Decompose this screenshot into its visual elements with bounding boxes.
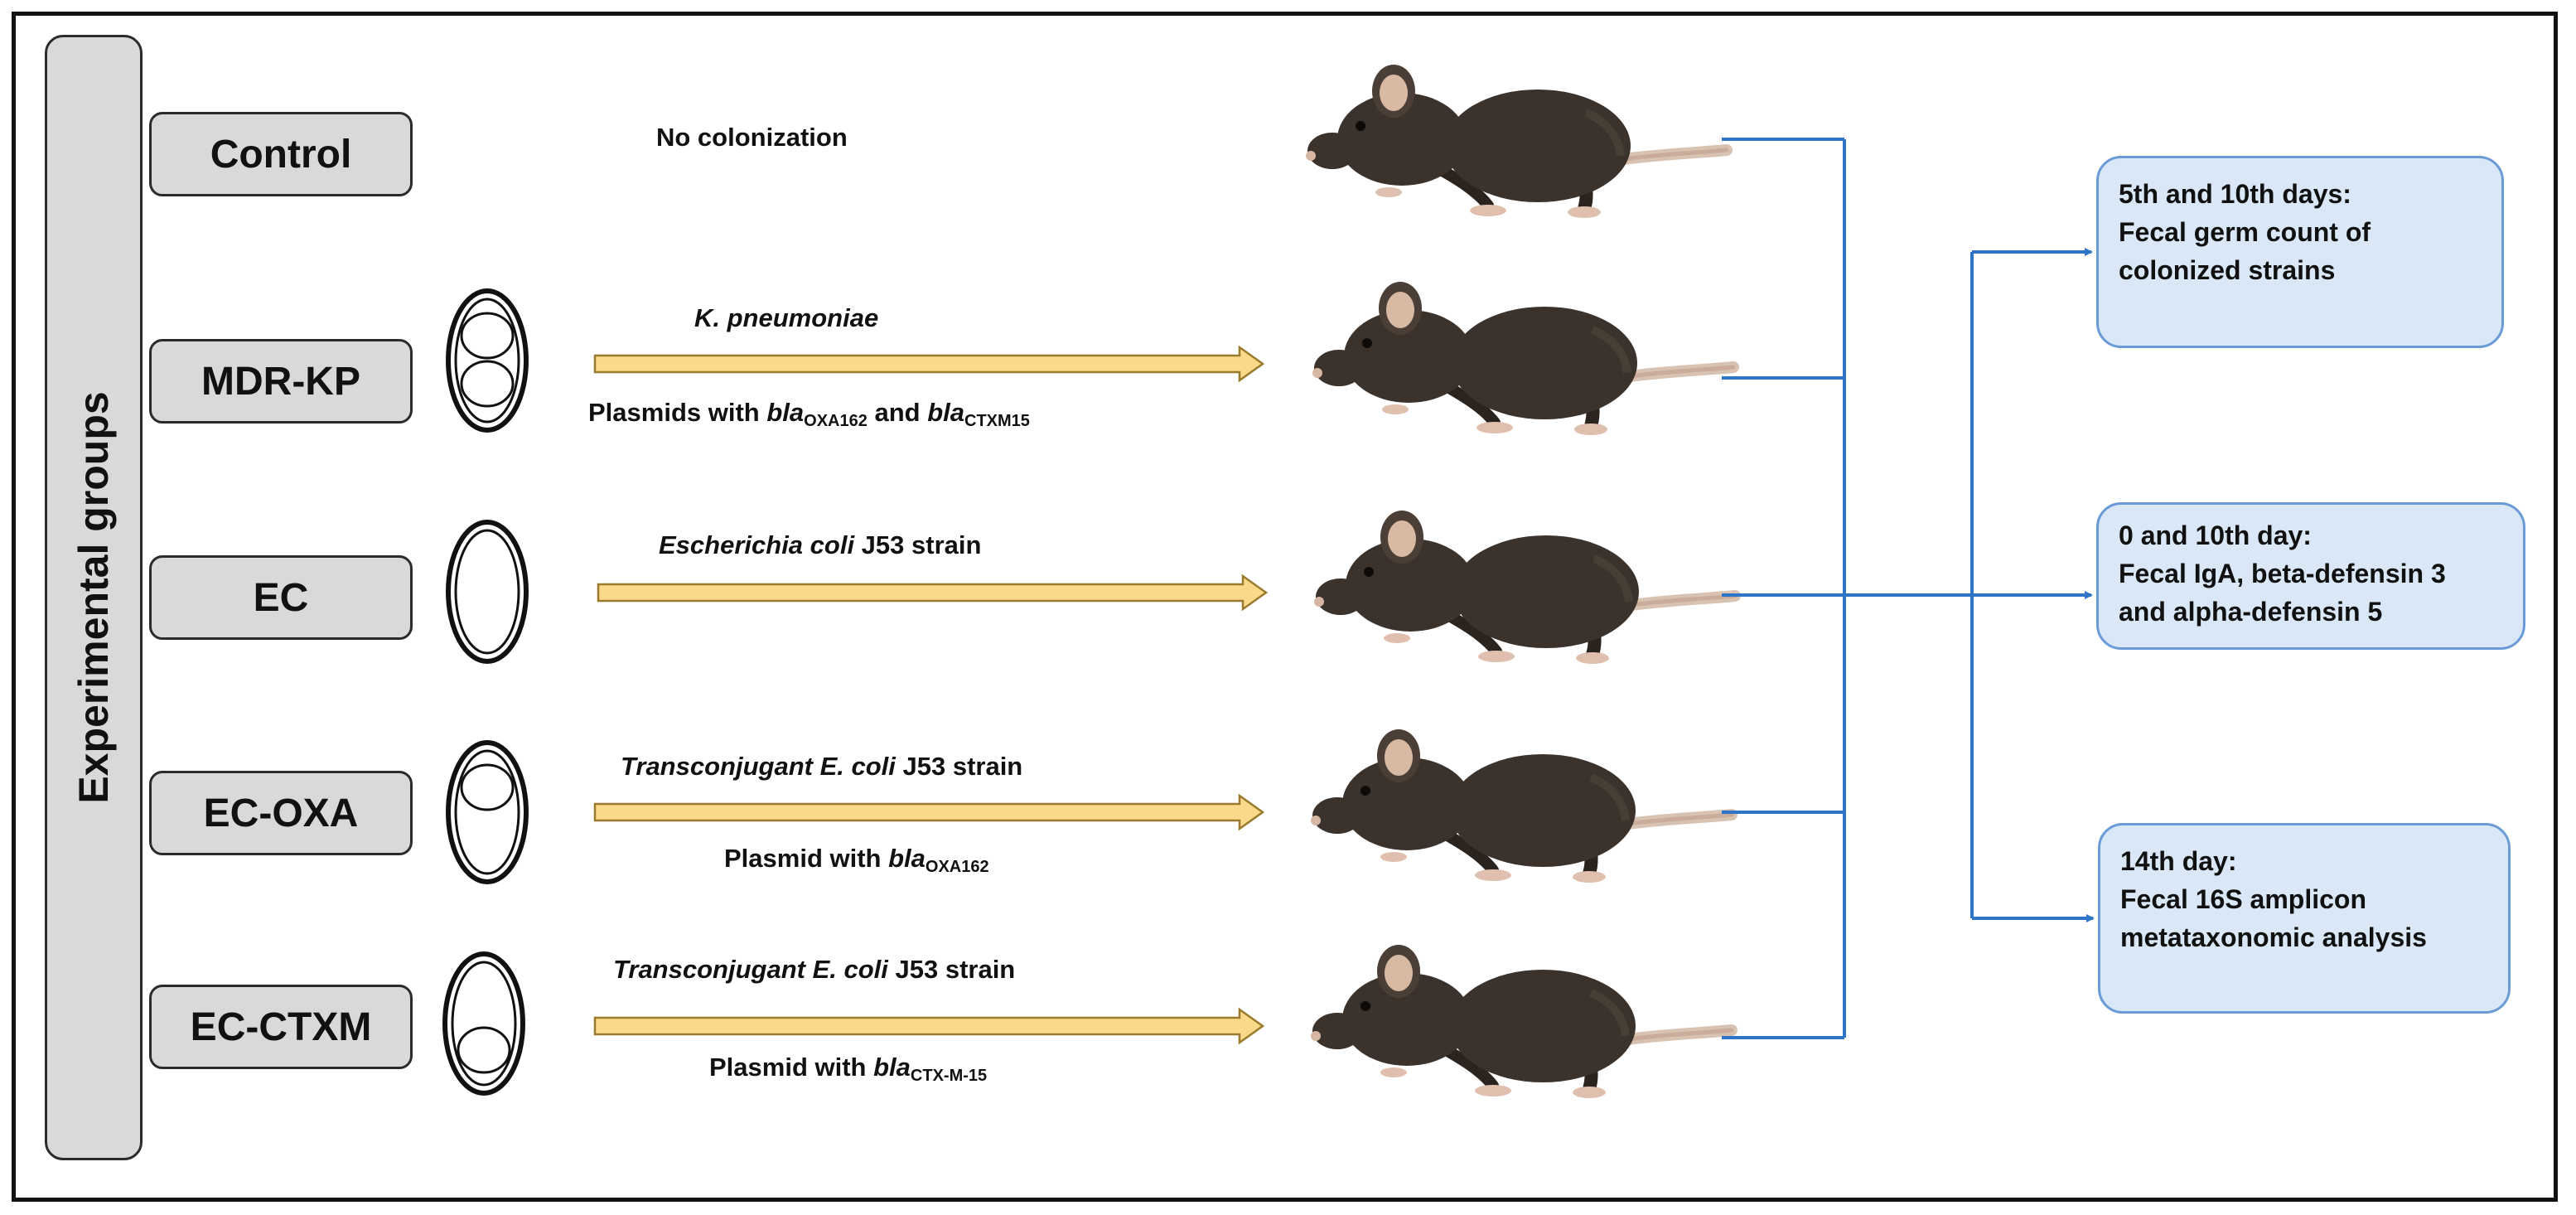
outcome-line: 0 and 10th day:: [2119, 520, 2312, 550]
mdrkp-strain-label: K. pneumoniae: [694, 303, 879, 332]
mouse-icon: [1306, 65, 1727, 218]
outcome-line: Fecal 16S amplicon: [2120, 884, 2367, 914]
outcome-line: metataxonomic analysis: [2120, 922, 2427, 952]
mouse-icon: [1314, 511, 1735, 664]
cell-icon: [446, 520, 529, 664]
outcome-line: 14th day:: [2120, 846, 2237, 876]
mouse-icon: [1311, 729, 1732, 883]
plasmid-cell-icon: [446, 288, 529, 433]
group-ec: EC: [149, 555, 413, 640]
group-control: Control: [149, 112, 413, 196]
outcome-line: and alpha-defensin 5: [2119, 597, 2383, 627]
outcome-germ-count: 5th and 10th days: Fecal germ count of c…: [2096, 156, 2504, 348]
group-ec-ctxm: EC-CTXM: [149, 985, 413, 1069]
ec-oxa-strain-label: Transconjugant E. coli J53 strain: [621, 752, 1023, 781]
ec-oxa-colonization-arrow: [593, 793, 1265, 831]
group-mdr-kp: MDR-KP: [149, 339, 413, 424]
outcome-iga-defensin: 0 and 10th day: Fecal IgA, beta-defensin…: [2096, 502, 2525, 650]
ec-strain-label: Escherichia coli J53 strain: [659, 530, 982, 559]
outcome-line: Fecal germ count of: [2119, 217, 2371, 247]
experimental-groups-bar: Experimental groups: [45, 35, 143, 1160]
outcome-16s-analysis: 14th day: Fecal 16S amplicon metataxonom…: [2098, 823, 2511, 1014]
ec-ctxm-strain-label: Transconjugant E. coli J53 strain: [613, 955, 1016, 984]
ec-ctxm-plasmid-label: Plasmid with blaCTX-M-15: [709, 1053, 988, 1085]
outcome-line: 5th and 10th days:: [2119, 179, 2351, 209]
ec-colonization-arrow: [597, 574, 1269, 612]
figure-frame: [12, 12, 2558, 1202]
mouse-icon: [1311, 945, 1732, 1098]
outcome-line: colonized strains: [2119, 255, 2336, 285]
group-ec-oxa: EC-OXA: [149, 771, 413, 855]
mdrkp-colonization-arrow: [593, 345, 1265, 383]
connector-lines: [1722, 138, 2095, 1039]
control-description: No colonization: [656, 123, 848, 152]
ec-oxa-plasmid-label: Plasmid with blaOXA162: [724, 844, 989, 876]
ec-ctxm-colonization-arrow: [593, 1007, 1265, 1045]
plasmid-cell-icon: [446, 740, 529, 884]
plasmid-cell-icon: [442, 951, 525, 1096]
mouse-icon: [1312, 282, 1733, 435]
mdrkp-plasmid-label: Plasmids with blaOXA162 and blaCTXM15: [588, 398, 1030, 430]
outcome-line: Fecal IgA, beta-defensin 3: [2119, 559, 2446, 588]
